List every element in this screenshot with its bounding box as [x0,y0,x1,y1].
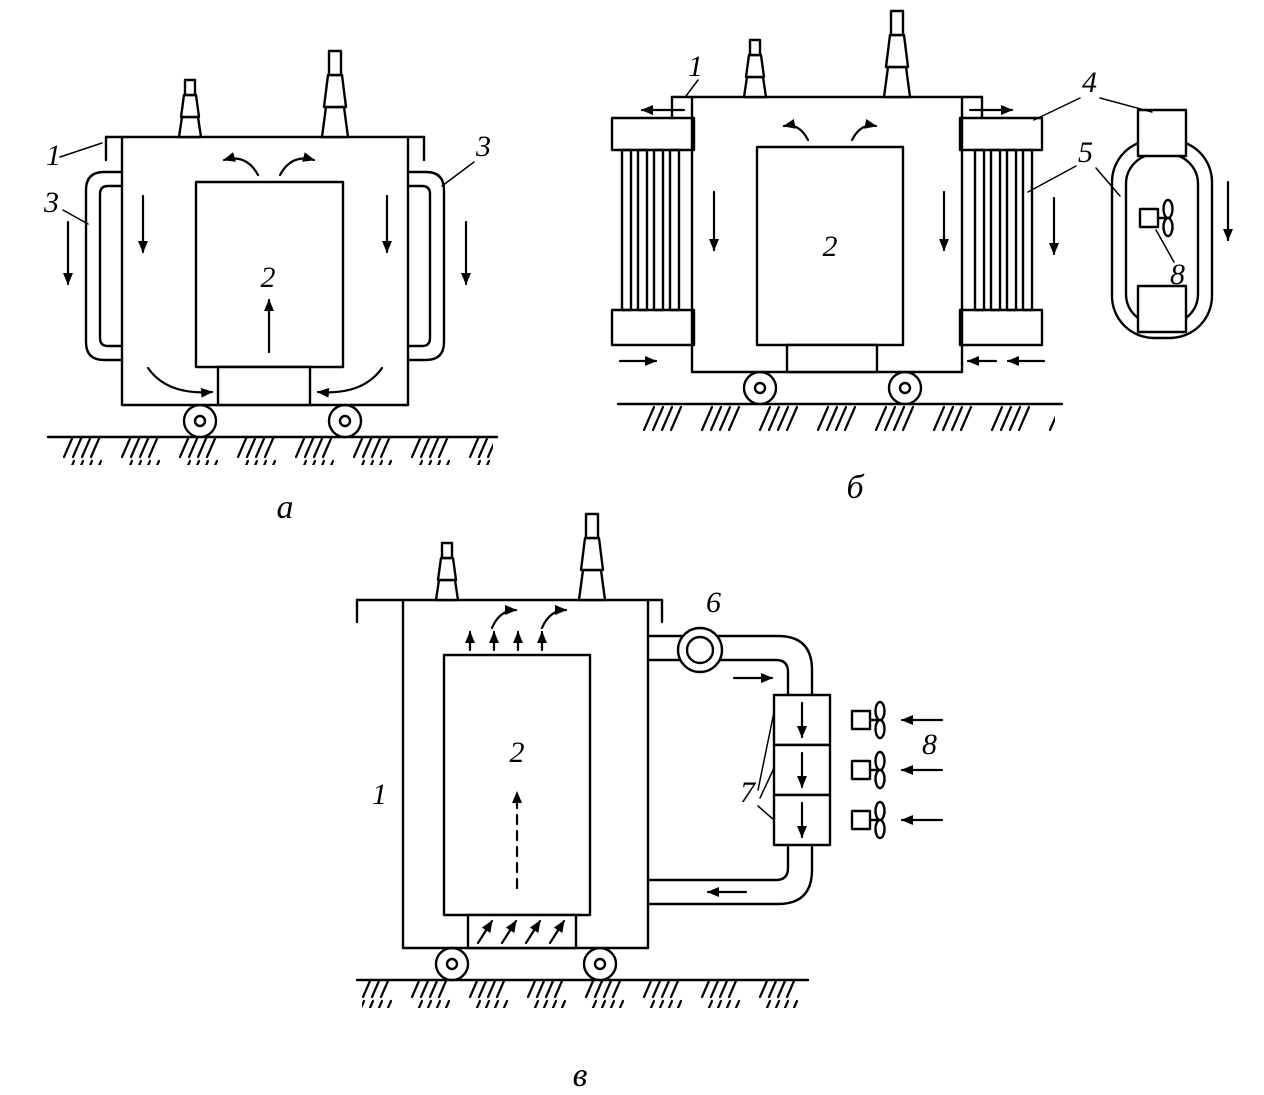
label-radiator-b: 4 [1082,66,1097,99]
radiator-left-b [610,116,696,347]
fan-icon [850,750,886,790]
fans-v [850,700,886,840]
label-tube-left-a: 3 [43,186,59,219]
bushings-a [177,49,350,139]
flow-arrows-b [618,105,1233,366]
label-fan-b: 8 [1170,258,1185,291]
pump-v [676,626,724,674]
label-cooler-v: 7 [740,776,757,809]
labels-a: 1 3 3 2 а [43,130,491,526]
labels-v: 1 6 7 8 2 в [372,586,937,1094]
radiator-right-b [958,116,1044,347]
label-tank-v: 1 [372,778,387,811]
oil-flow-arrows-a [63,152,471,398]
label-tube-right-a: 3 [475,130,491,163]
panel-v: 1 6 7 8 2 в [355,512,944,1094]
fan-icon [850,800,886,840]
label-core-a: 2 [261,261,276,294]
ground-v [355,978,810,1008]
wheels-b [742,370,923,406]
label-core-b: 2 [823,230,838,263]
caption-a: а [277,489,294,526]
label-tank-b: 1 [688,50,703,83]
label-core-v: 2 [510,736,525,769]
bushings-v [434,512,607,602]
panel-a: 1 3 3 2 а [43,49,499,526]
fan-icon [850,700,886,740]
cooling-tubes-a [84,170,446,362]
ground-b [616,402,1064,432]
ground-a [46,435,499,465]
label-pump-v: 6 [706,586,721,619]
flow-arrows-v [465,605,944,945]
label-fins-b: 5 [1078,136,1093,169]
label-fan-v: 8 [922,728,937,761]
wheels-a [182,403,363,439]
panel-b: 1 4 5 8 2 б [610,9,1233,506]
caption-b: б [846,469,865,506]
air-cooler-unit-b [1110,108,1214,340]
label-tank-a: 1 [46,139,61,172]
bushings-b [742,9,912,99]
tank-v [355,598,664,950]
caption-v: в [573,1057,588,1094]
wheels-v [434,946,618,982]
labels-b: 1 4 5 8 2 б [685,50,1185,506]
core-b [755,145,905,374]
